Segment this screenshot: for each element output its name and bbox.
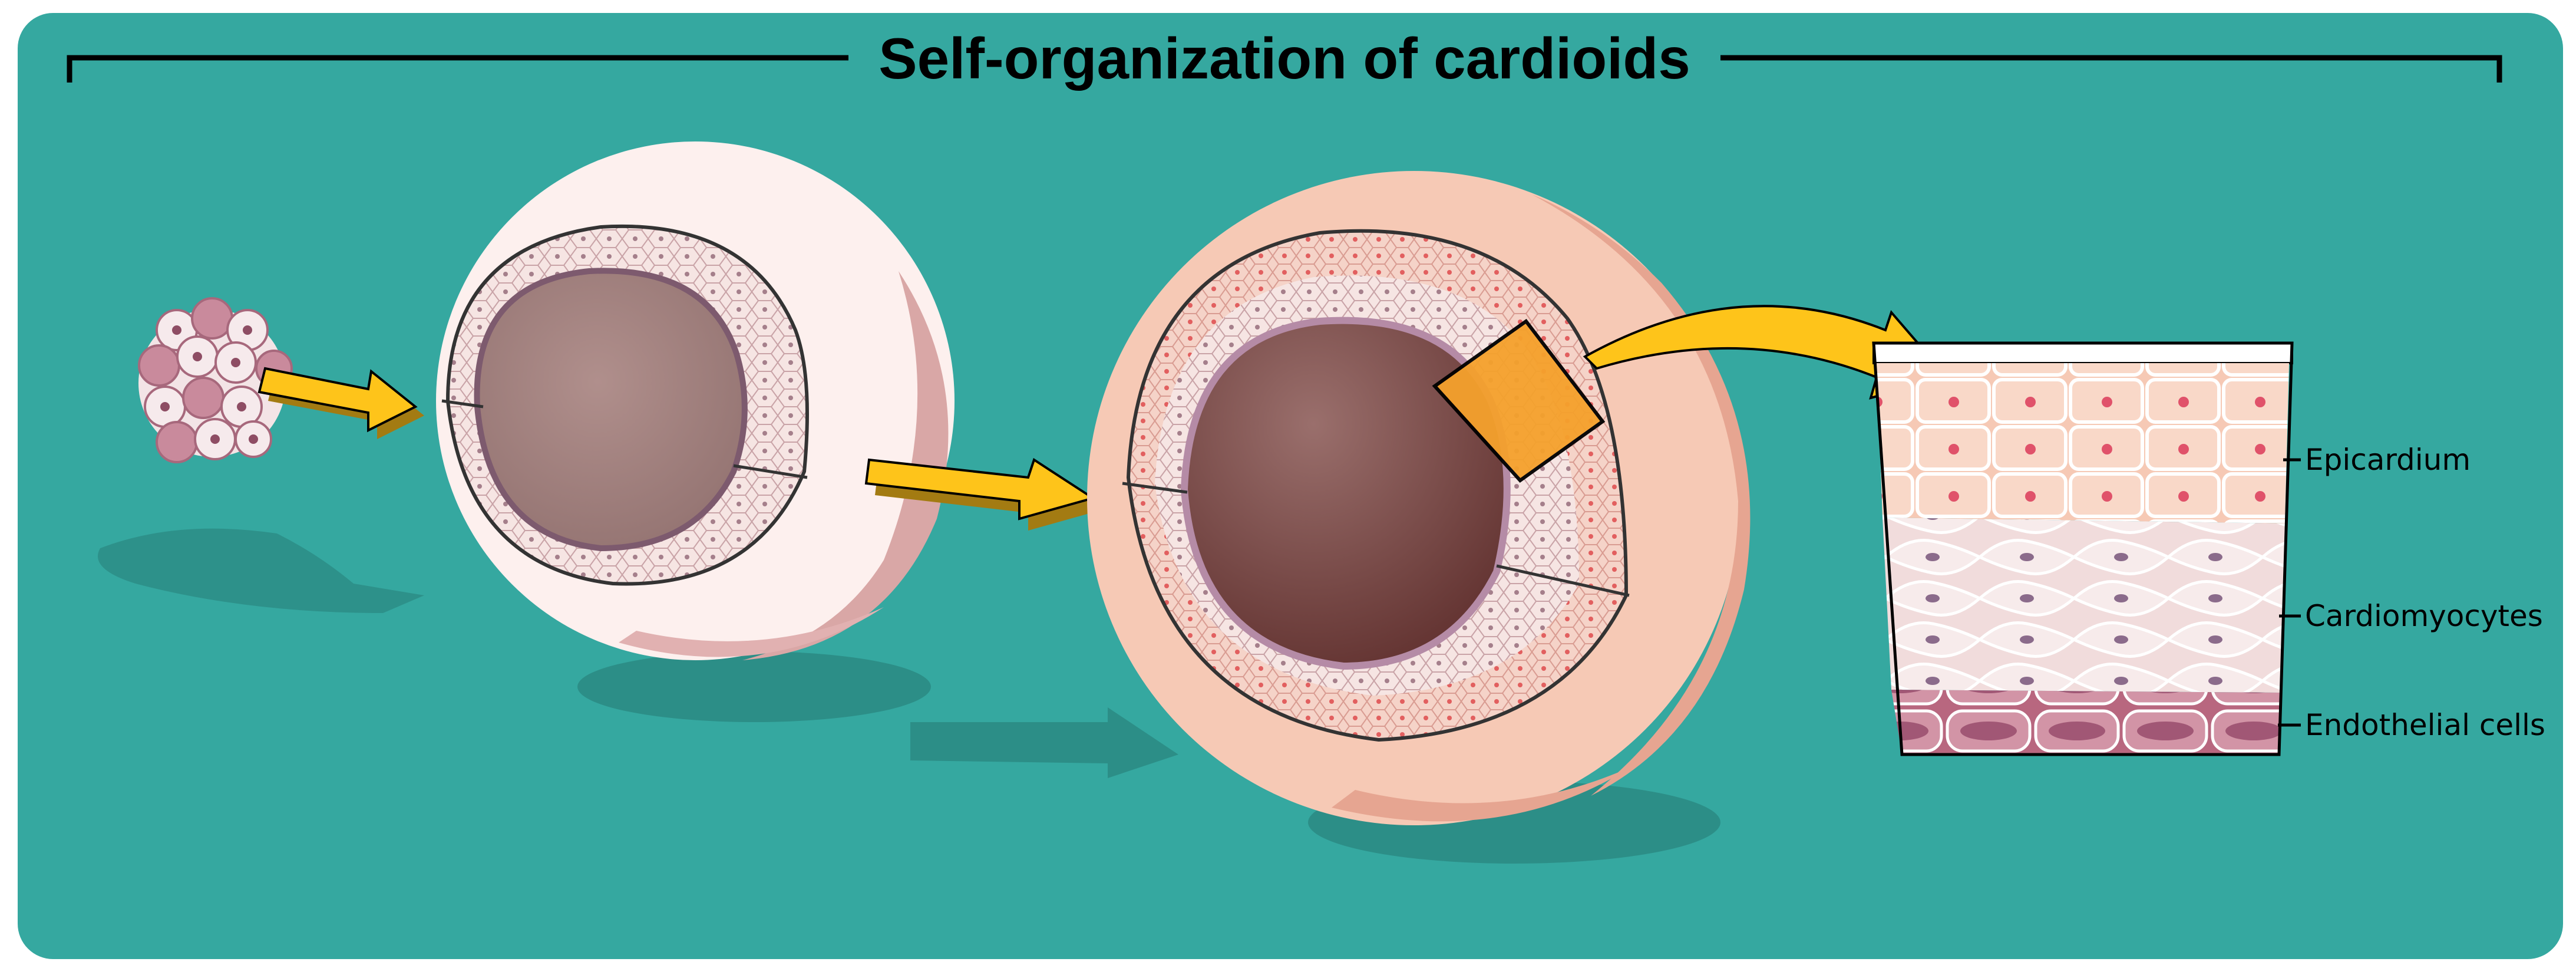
mature-cardioid — [1087, 171, 1751, 825]
layer-labels: Epicardium Cardiomyocytes Endothelial ce… — [2278, 443, 2545, 742]
tissue-detail — [1872, 341, 2294, 756]
early-cardioid-lumen — [474, 268, 748, 552]
zoom-region — [1432, 318, 1606, 483]
title-bracket — [67, 55, 2502, 83]
mature-cardioid-lumen — [1180, 317, 1511, 670]
label-cardiomyocytes: Cardiomyocytes — [2305, 599, 2543, 633]
arrow-2-icon — [864, 457, 1102, 531]
arrow-1-icon — [257, 367, 424, 439]
label-endothelial-cells: Endothelial cells — [2305, 708, 2545, 742]
stem-cell-cluster — [138, 297, 293, 463]
early-cardioid — [436, 141, 955, 660]
label-epicardium: Epicardium — [2305, 443, 2471, 477]
diagram-title: Self-organization of cardioids — [879, 26, 1690, 91]
